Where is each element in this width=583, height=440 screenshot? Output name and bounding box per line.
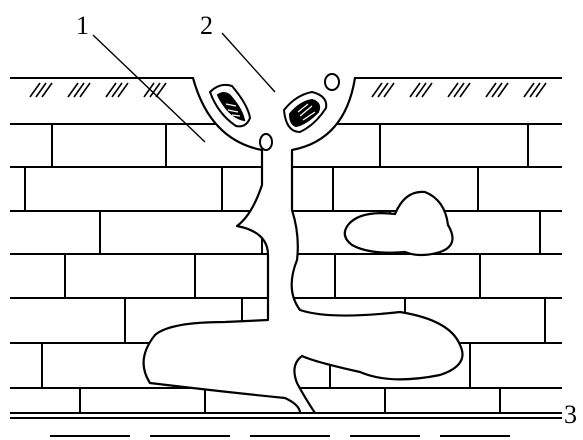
base-layers xyxy=(10,412,562,437)
ground-hatching xyxy=(29,82,547,98)
sinkhole-and-cave xyxy=(142,76,464,415)
pebble-small-left xyxy=(259,133,273,151)
isolated-cavity xyxy=(343,190,454,257)
funnel-fragments xyxy=(208,73,340,151)
pebble-small-right xyxy=(324,73,340,91)
funnel-left-wall xyxy=(142,76,302,415)
leader-2 xyxy=(221,32,276,93)
limestone-bricks xyxy=(10,123,562,413)
leader-lines xyxy=(92,32,276,143)
label-2: 2 xyxy=(200,11,213,40)
label-3: 3 xyxy=(564,400,577,429)
label-1: 1 xyxy=(76,11,89,40)
leader-1 xyxy=(92,34,206,143)
funnel-right-wall xyxy=(290,76,464,415)
